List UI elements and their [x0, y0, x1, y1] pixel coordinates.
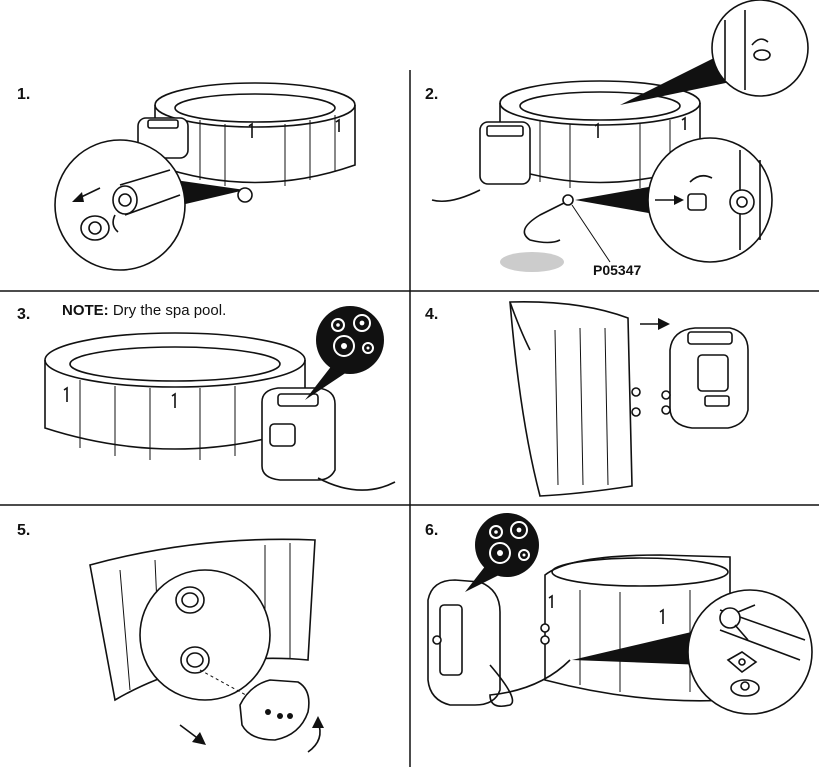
- part-code-label: P05347: [593, 262, 642, 278]
- step-1-illustration: [54, 82, 356, 271]
- step-3-note: NOTE: Dry the spa pool.: [62, 302, 226, 319]
- step-5-illustration: [89, 538, 324, 753]
- step-2-illustration: [431, 0, 809, 272]
- step-4-number: 4.: [425, 306, 439, 323]
- note-label: NOTE:: [62, 302, 109, 319]
- step-3-illustration: [44, 306, 396, 491]
- step-1-number: 1.: [17, 86, 31, 103]
- step-4-illustration: [509, 301, 749, 497]
- step-5-number: 5.: [17, 522, 31, 539]
- step-6-number: 6.: [425, 522, 439, 539]
- step-2-number: 2.: [425, 86, 439, 103]
- note-text: Dry the spa pool.: [112, 302, 227, 319]
- step-3-number: 3.: [17, 306, 31, 323]
